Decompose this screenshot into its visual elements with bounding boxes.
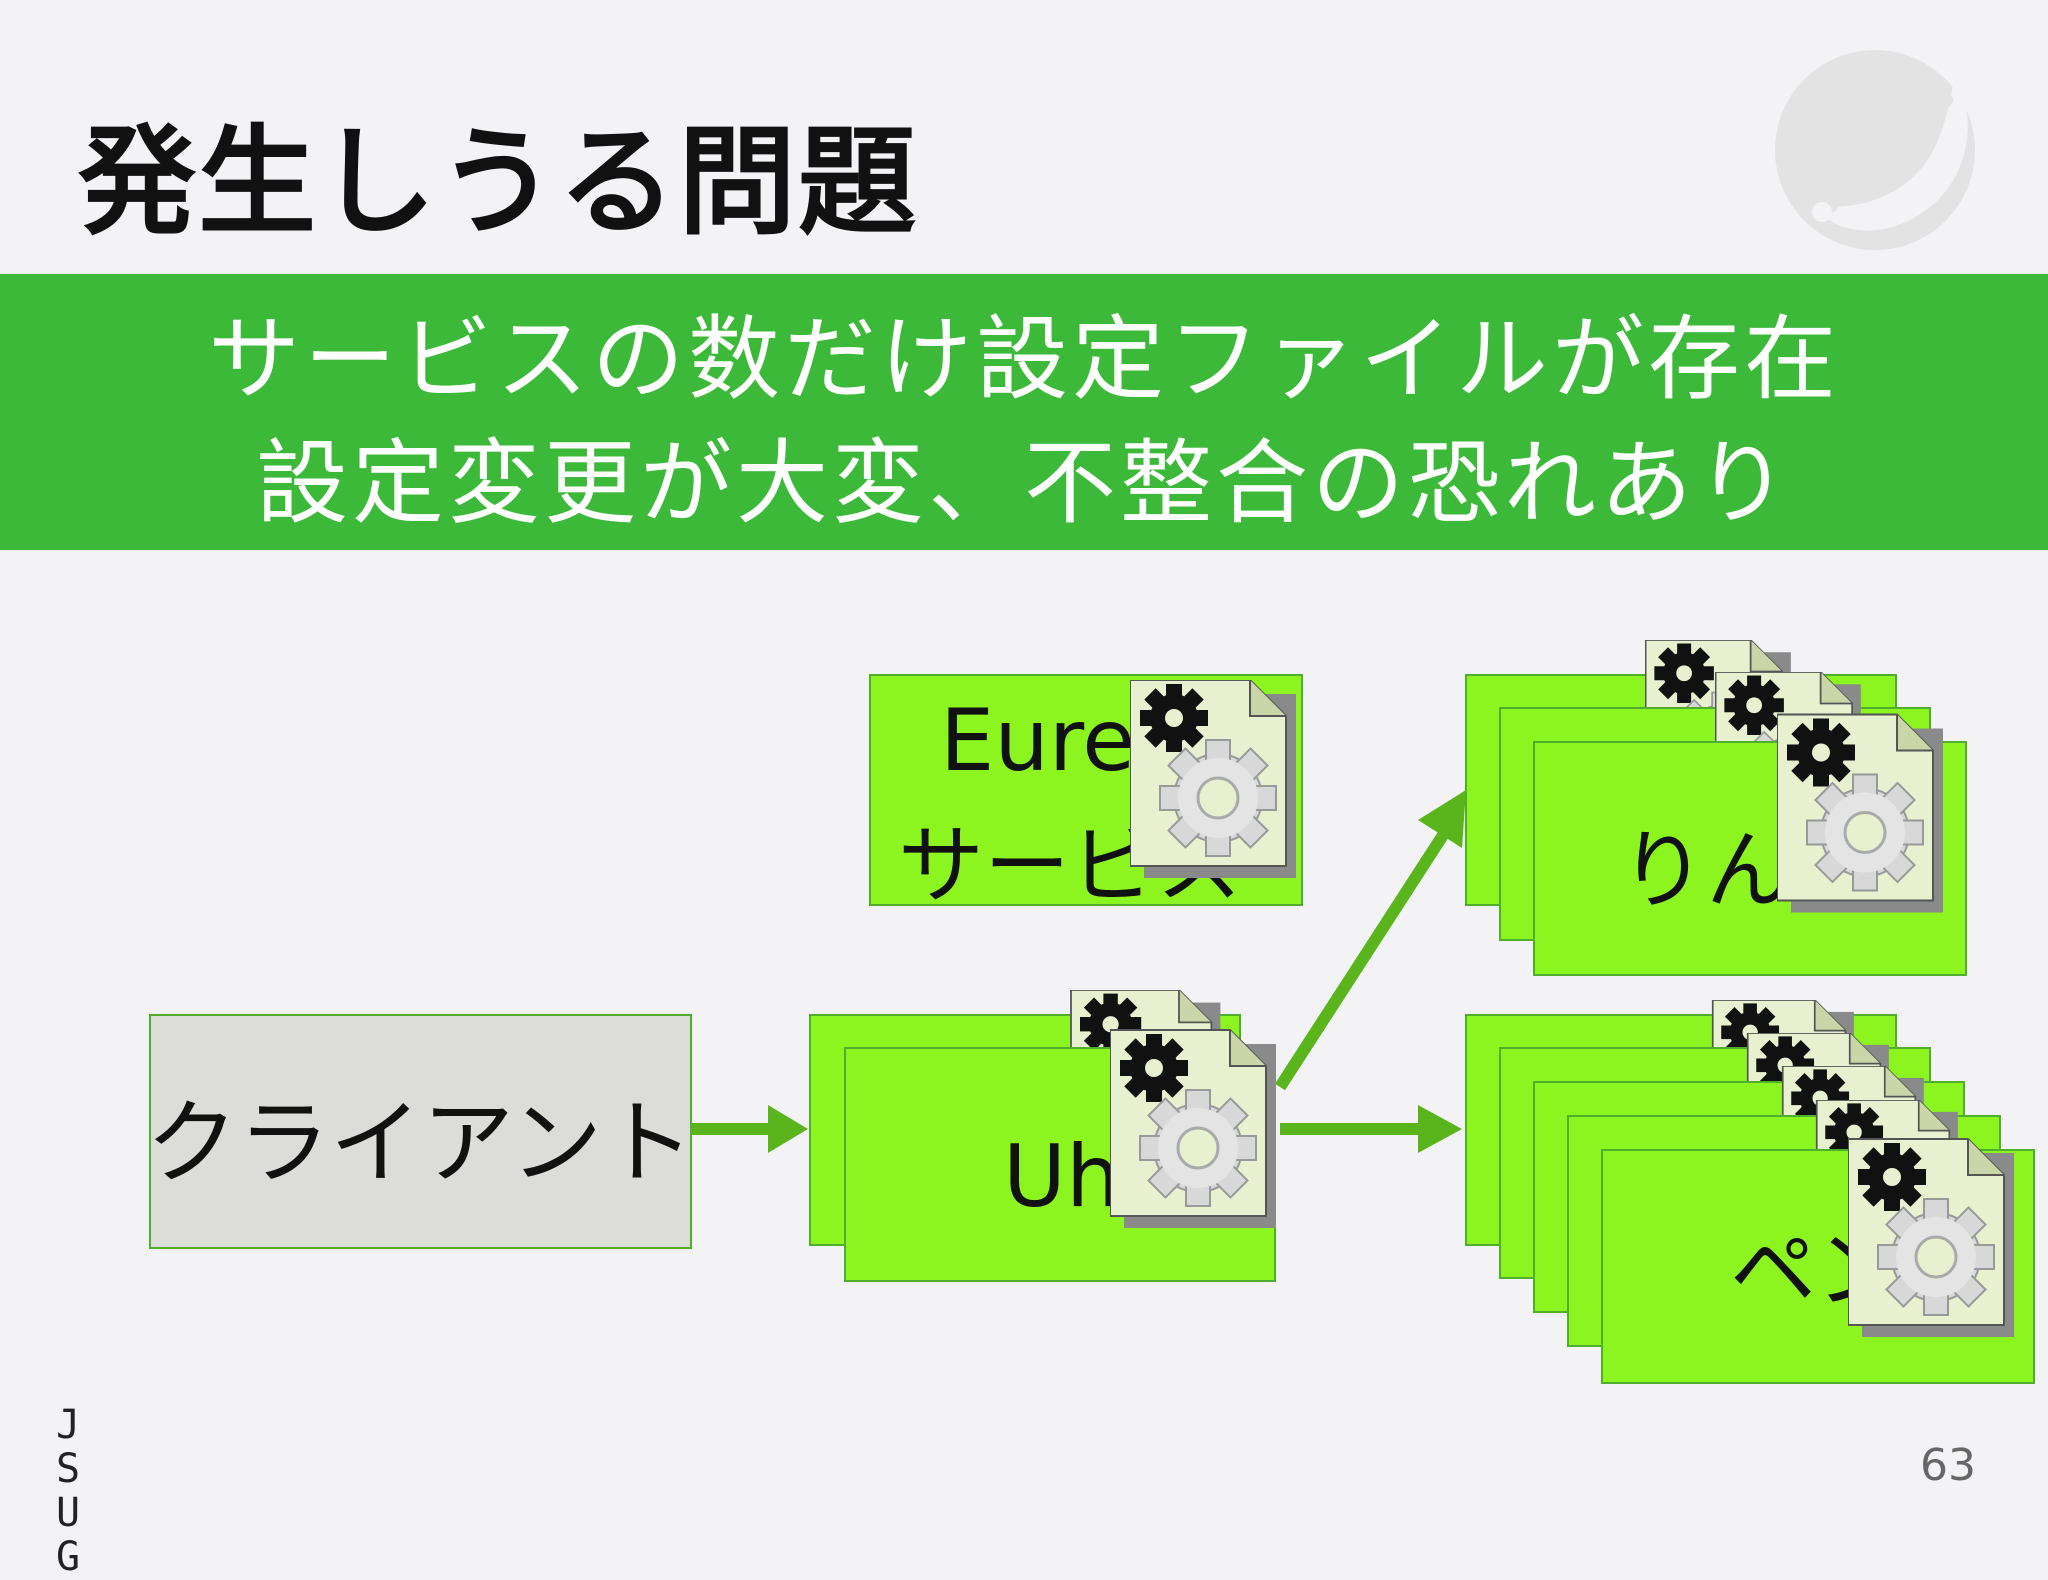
ringo-label: りん	[1620, 821, 1792, 921]
eureka-label-line1: Eure	[940, 691, 1135, 791]
client-label: クライアント	[146, 1090, 694, 1197]
banner-line-2: 設定変更が大変、不整合の恐れあり	[255, 430, 1792, 537]
ringo-service-stack: りん	[1465, 640, 1967, 976]
banner-line-1: サービスの数だけ設定ファイルが存在	[207, 306, 1840, 413]
eureka-box: Eure サービス	[869, 674, 1303, 916]
uh-service-stack: Uh	[809, 990, 1278, 1282]
config-file-icon	[1110, 1028, 1278, 1230]
problem-banner: サービスの数だけ設定ファイルが存在 設定変更が大変、不整合の恐れあり	[0, 274, 2048, 550]
spring-leaf-icon	[1775, 50, 1975, 250]
jsug-logo: J S U G	[56, 1403, 136, 1579]
pen-service-stack: ペン	[1465, 1000, 2035, 1384]
arrow-icon	[1274, 790, 1466, 1153]
slide-title: 発生しうる問題	[78, 113, 919, 251]
service-diagram: クライアント Eure サービス Uh りん	[146, 640, 2035, 1384]
config-file-icon	[1848, 1137, 2016, 1339]
client-box: クライアント	[146, 1014, 694, 1249]
page-number: 63	[1920, 1440, 1976, 1491]
arrow-icon	[691, 1105, 808, 1153]
jsug-logo-row2: U G	[56, 1490, 95, 1580]
config-file-icon	[1777, 712, 1945, 915]
jsug-logo-row1: J S	[56, 1402, 95, 1492]
config-file-icon	[1130, 680, 1298, 880]
uh-label: Uh	[1003, 1127, 1120, 1227]
